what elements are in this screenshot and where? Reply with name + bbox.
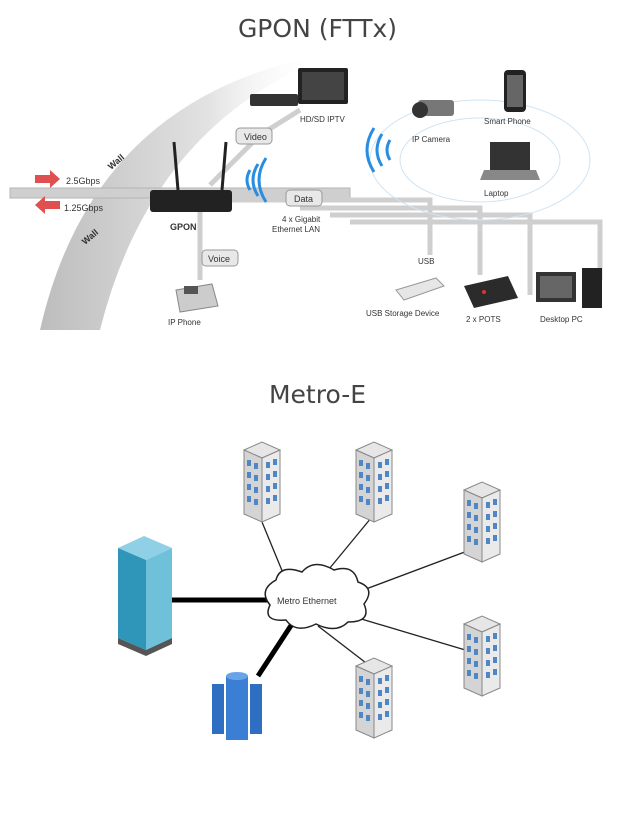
upstream-label: 1.25Gbps <box>64 203 104 213</box>
cloud-label: Metro Ethernet <box>277 596 337 606</box>
database-link <box>255 622 295 678</box>
metro-ethernet-cloud <box>264 563 370 630</box>
ip-camera-icon <box>412 100 454 118</box>
ip-phone-icon <box>175 283 219 313</box>
gpon-router <box>150 141 232 212</box>
data-tag: Data <box>285 189 323 207</box>
desktop-pc-label: Desktop PC <box>540 315 583 324</box>
voice-tag: Voice <box>201 249 239 267</box>
desktop-pc-icon <box>536 268 602 308</box>
router-label: GPON <box>170 222 197 232</box>
usb-storage-icon <box>395 277 445 301</box>
downstream-arrow <box>35 170 60 188</box>
building-top-left <box>243 441 281 523</box>
lan-label-1: 4 x Gigabit <box>282 215 321 224</box>
metro-diagram: Metro Ethernet <box>118 441 501 740</box>
metro-title: Metro-E <box>268 380 367 409</box>
gpon-diagram: Wall Wall 2.5Gbps 1.25Gbps GPON Video Da… <box>9 60 603 330</box>
iptv-icon <box>250 68 348 106</box>
pots-label: 2 x POTS <box>466 315 501 324</box>
pots-icon <box>464 276 518 308</box>
laptop-icon <box>480 142 540 180</box>
wall-band <box>40 60 320 330</box>
building-top-right <box>463 481 501 563</box>
svg-text:Data: Data <box>294 194 313 204</box>
lan-label-2: Ethernet LAN <box>272 225 320 234</box>
smart-phone-icon <box>504 70 526 112</box>
iptv-label: HD/SD IPTV <box>300 115 346 124</box>
ip-phone-label: IP Phone <box>168 318 201 327</box>
video-tag: Video <box>235 127 273 145</box>
building-top-center <box>355 441 393 523</box>
usb-storage-label: USB Storage Device <box>366 309 440 318</box>
zone-wifi-icon <box>365 127 392 173</box>
svg-text:Video: Video <box>244 132 267 142</box>
ip-camera-label: IP Camera <box>412 135 451 144</box>
svg-text:Voice: Voice <box>208 254 230 264</box>
gpon-title: GPON (FTTx) <box>237 14 398 43</box>
smart-phone-label: Smart Phone <box>484 117 531 126</box>
usb-tag: USB <box>418 257 434 266</box>
database-icon <box>212 672 262 740</box>
building-bottom-right <box>463 615 501 697</box>
upstream-arrow <box>35 196 60 214</box>
router-wifi-icon <box>245 157 268 203</box>
skyscraper-icon <box>118 536 172 656</box>
laptop-label: Laptop <box>484 189 509 198</box>
downstream-label: 2.5Gbps <box>66 176 101 186</box>
building-bottom-center <box>355 657 393 739</box>
